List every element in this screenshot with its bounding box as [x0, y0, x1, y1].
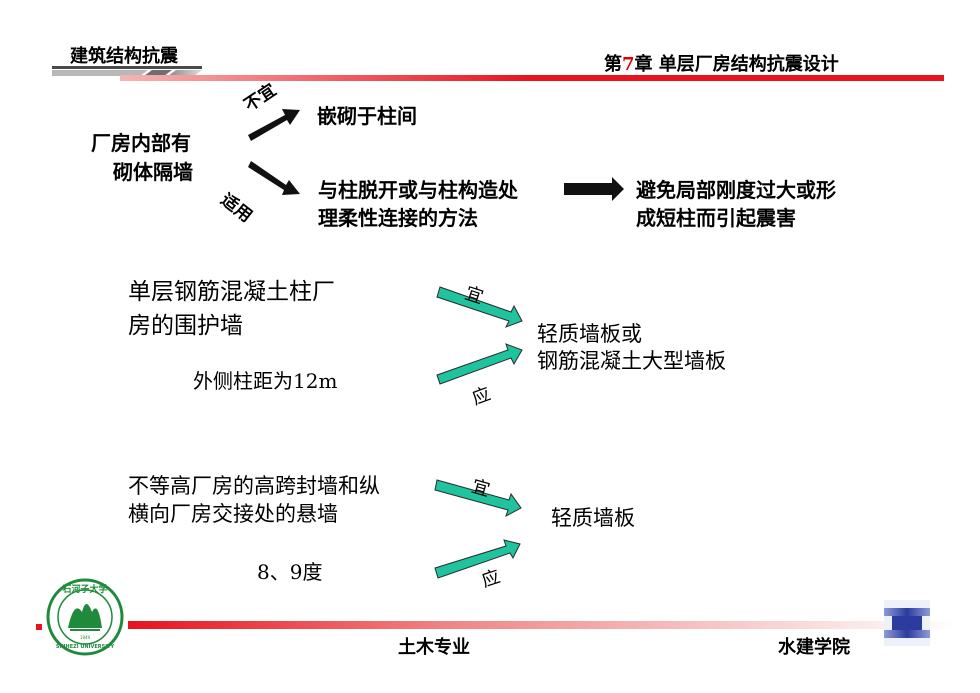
logo-text-top: 石河子大学: [61, 583, 107, 595]
arrow-sec2-should: [436, 286, 523, 328]
arrow-not-suitable: [248, 109, 300, 141]
header-underline: [52, 66, 202, 76]
sec3-condition: 8、9度: [257, 560, 323, 584]
sec2-title-line2: 房的围护墙: [128, 313, 243, 339]
course-title: 建筑结构抗震: [70, 46, 178, 67]
chapter-prefix: 第: [604, 54, 622, 75]
arrow-sec3-should: [434, 479, 522, 518]
option-bad: 嵌砌于柱间: [317, 104, 417, 128]
sec1-result-line1: 避免局部刚度过大或形: [636, 178, 836, 202]
footer-school: 水建学院: [778, 637, 850, 658]
arrow-sec3-must: [434, 539, 521, 579]
sec3-result: 轻质墙板: [551, 506, 635, 530]
chapter-number: 7: [622, 54, 635, 75]
header-red-bar: [120, 75, 944, 81]
footer-blue-graphic: [884, 600, 930, 646]
footer-major: 土木专业: [398, 637, 470, 658]
arrow-sec2-must: [436, 343, 523, 385]
option-good-line1: 与柱脱开或与柱构造处: [318, 178, 518, 202]
sec1-result-line2: 成短柱而引起震害: [636, 206, 796, 230]
sec2-condition: 外侧柱距为12m: [193, 369, 338, 393]
arrow-suitable: [248, 161, 300, 195]
sec3-title-line1: 不等高厂房的高跨封墙和纵: [128, 474, 380, 498]
sec2-title-line1: 单层钢筋混凝土柱厂: [128, 279, 335, 305]
arrow-to-result: [564, 177, 624, 201]
sec1-subject-line1: 厂房内部有: [91, 131, 191, 155]
sec1-subject-line2: 砌体隔墙: [113, 160, 193, 184]
option-good-line2: 理柔性连接的方法: [318, 206, 478, 230]
university-logo: 石河子大学 SHIHEZI UNIVERSITY 1949: [46, 578, 124, 656]
sec2-result-line2: 钢筋混凝土大型墙板: [537, 349, 726, 373]
chapter-title: 第7章 单层厂房结构抗震设计: [604, 50, 839, 76]
footer-red-bar: [128, 621, 958, 629]
chapter-suffix: 章 单层厂房结构抗震设计: [634, 54, 839, 75]
logo-year: 1949: [80, 635, 91, 640]
sec3-title-line2: 横向厂房交接处的悬墙: [128, 502, 338, 526]
footer-red-square: [36, 624, 42, 630]
logo-text-bottom: SHIHEZI UNIVERSITY: [56, 644, 115, 650]
sec2-result-line1: 轻质墙板或: [537, 322, 642, 346]
